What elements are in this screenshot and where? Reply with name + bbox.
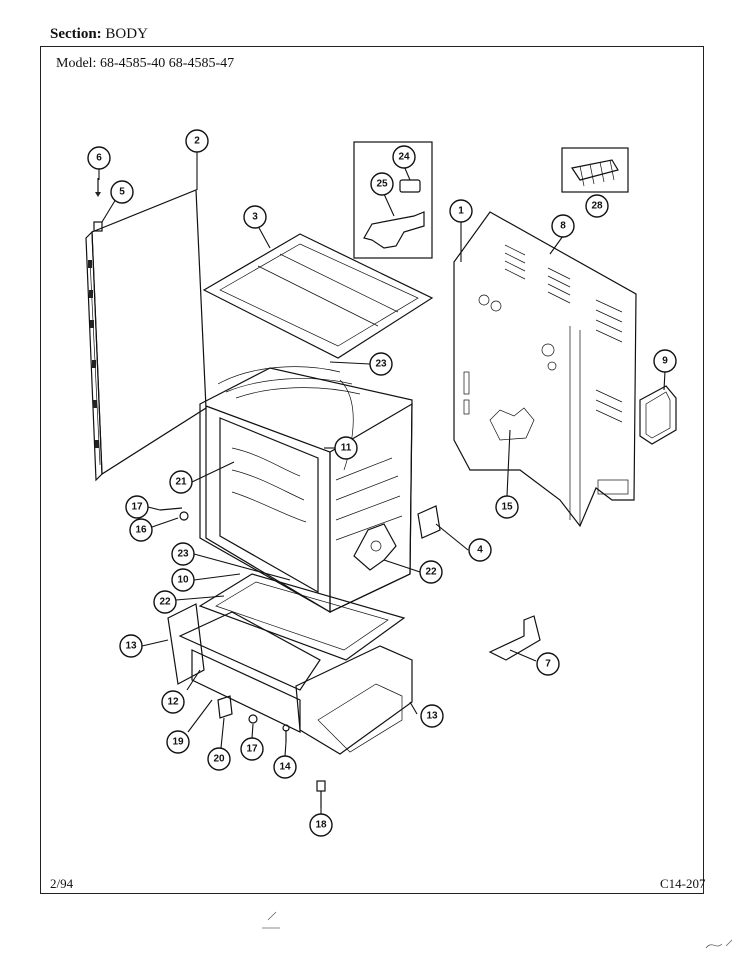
fastener-parts: [159, 507, 326, 808]
svg-text:20: 20: [213, 754, 225, 765]
stray-pen-marks: [262, 911, 733, 949]
callout-19: 19: [166, 730, 190, 754]
callout-25: 23: [369, 352, 393, 376]
callout-18: 18: [309, 813, 333, 837]
svg-text:9: 9: [662, 356, 668, 367]
callout-2: 2: [185, 129, 209, 153]
callout-16: 16: [129, 518, 153, 542]
svg-text:4: 4: [477, 545, 483, 556]
callout-7: 7: [536, 652, 560, 676]
bracket-23-part: [353, 523, 397, 571]
svg-text:28: 28: [591, 201, 603, 212]
model-label: Model:: [56, 56, 97, 71]
callout-9: 9: [653, 349, 677, 373]
callout-13-right: 13: [420, 704, 444, 728]
svg-text:13: 13: [125, 641, 137, 652]
callout-26: 24: [392, 145, 416, 169]
callout-20: 20: [207, 747, 231, 771]
svg-text:7: 7: [545, 659, 551, 670]
rear-panel-vents: [504, 244, 623, 423]
svg-text:23: 23: [177, 549, 189, 560]
svg-text:11: 11: [341, 443, 352, 454]
svg-text:2: 2: [194, 136, 200, 147]
svg-text:13: 13: [426, 711, 438, 722]
clip-part: [93, 178, 103, 232]
diagram-frame: [40, 46, 704, 894]
model-numbers: 68-4585-40 68-4585-47: [99, 56, 235, 71]
callout-4: 4: [468, 538, 492, 562]
footer-code: C14-207: [660, 876, 706, 891]
svg-text:24: 24: [398, 152, 410, 163]
inset-box-28: [561, 147, 629, 193]
callout-8: 8: [551, 214, 575, 238]
callout-22: 22: [153, 590, 177, 614]
callout-14: 14: [273, 755, 297, 779]
callout-28: 28: [585, 194, 609, 218]
callout-27: 25: [370, 172, 394, 196]
svg-text:22: 22: [425, 567, 437, 578]
callout-1: 1: [449, 199, 473, 223]
top-panel-part: [202, 233, 434, 359]
bottom-panel-part: [198, 573, 406, 661]
callout-21: 21: [169, 470, 193, 494]
svg-text:19: 19: [172, 737, 184, 748]
section-label: Section:: [50, 26, 102, 42]
footer-date: 2/94: [50, 876, 74, 891]
model-line: Model: 68-4585-40 68-4585-47: [56, 56, 234, 72]
inset-box-26-27: [353, 141, 433, 259]
svg-text:5: 5: [119, 187, 125, 198]
bracket-7-part: [488, 615, 541, 661]
callout-17-lower: 17: [240, 737, 264, 761]
svg-text:21: 21: [175, 477, 187, 488]
side-panel-part: [85, 189, 207, 482]
section-value: BODY: [105, 26, 148, 42]
bracket-4-part: [417, 505, 441, 539]
oven-cavity-part: [199, 366, 413, 614]
callout-24: 23: [171, 542, 195, 566]
svg-text:18: 18: [315, 820, 327, 831]
svg-text:22: 22: [159, 597, 171, 608]
svg-text:15: 15: [501, 502, 513, 513]
svg-text:17: 17: [246, 744, 258, 755]
base-frame-part: [167, 603, 413, 755]
section-heading: Section: BODY: [50, 26, 148, 43]
svg-text:6: 6: [96, 153, 102, 164]
callout-17-upper: 17: [125, 495, 149, 519]
callout-23: 22: [419, 560, 443, 584]
callout-3: 3: [243, 205, 267, 229]
callout-13-left: 13: [119, 634, 143, 658]
svg-text:3: 3: [252, 212, 258, 223]
leader-lines: [98, 152, 666, 814]
callout-11: 11: [334, 436, 358, 460]
svg-text:25: 25: [376, 179, 388, 190]
svg-text:10: 10: [177, 575, 189, 586]
callout-6: 6: [87, 146, 111, 170]
callout-10: 10: [171, 568, 195, 592]
bracket-9-part: [639, 385, 677, 445]
callout-labels: 6 2 5 3 24 25 28 1 8 9 23 11 21 15 17 16…: [87, 129, 677, 837]
callout-5: 5: [110, 180, 134, 204]
svg-text:17: 17: [131, 502, 143, 513]
svg-text:23: 23: [375, 359, 387, 370]
svg-text:16: 16: [135, 525, 147, 536]
svg-text:1: 1: [458, 206, 464, 217]
svg-text:14: 14: [279, 762, 291, 773]
callout-15: 15: [495, 495, 519, 519]
svg-text:8: 8: [560, 221, 566, 232]
svg-text:12: 12: [167, 697, 179, 708]
rear-panel-part: [453, 211, 637, 528]
callout-12: 12: [161, 690, 185, 714]
